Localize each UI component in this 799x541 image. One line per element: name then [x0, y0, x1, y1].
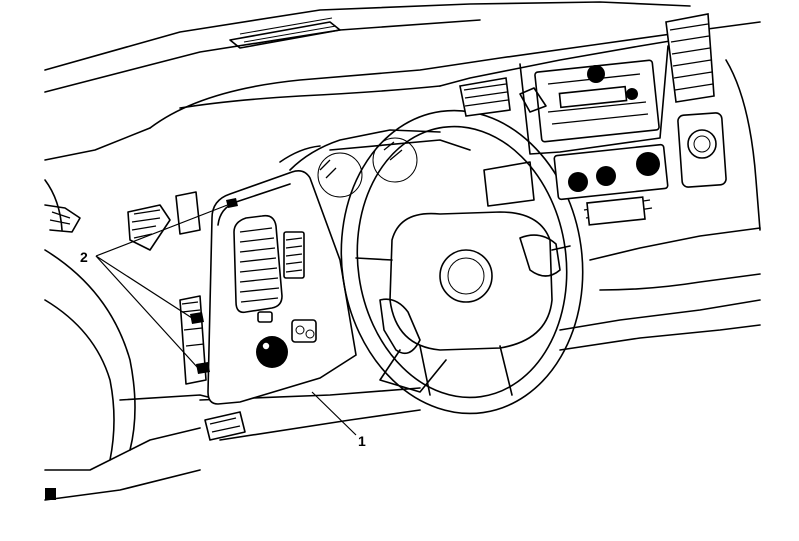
- callout-1-label: 1: [358, 433, 366, 449]
- center-stack: [439, 13, 761, 231]
- lower-dash-edge: [199, 227, 761, 441]
- steering-wheel: [340, 109, 584, 415]
- bezel-fasteners: [175, 191, 246, 441]
- dash-top-outline: [44, 1, 761, 161]
- leader-2c: [95, 255, 199, 369]
- left-dash-end: [44, 179, 221, 501]
- instrument-cluster-bezel: [207, 170, 357, 405]
- leader-2a: [95, 203, 231, 257]
- cluster-gauges: [279, 129, 471, 198]
- callout-2-label: 2: [80, 249, 88, 265]
- leader-1: [311, 391, 357, 436]
- leader-2b: [95, 255, 193, 319]
- left-center-vent: [127, 204, 171, 251]
- callout-leaders: [95, 203, 357, 436]
